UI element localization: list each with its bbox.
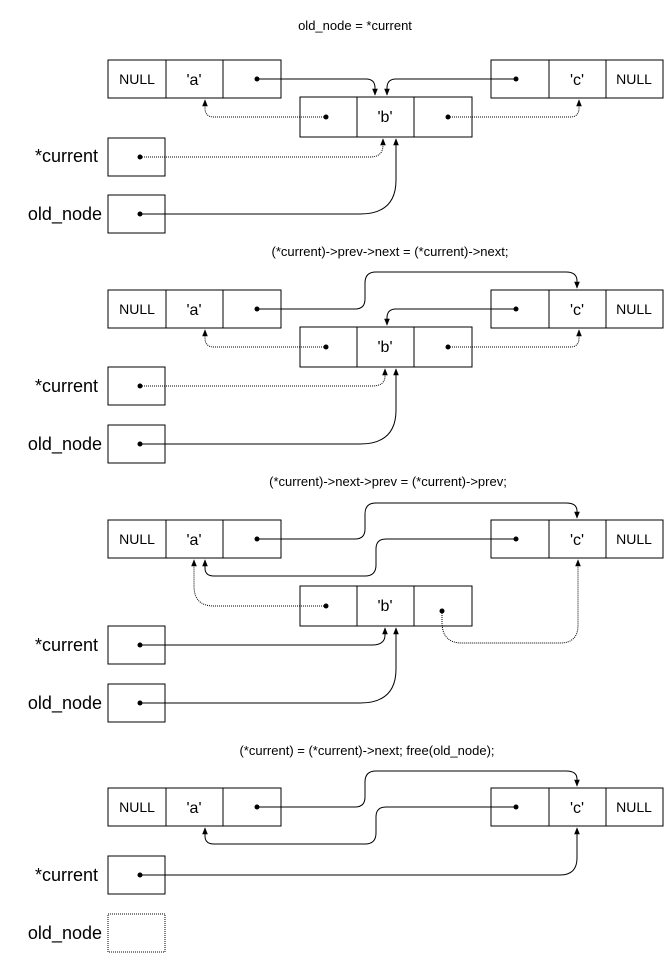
node-value: 'a' bbox=[186, 532, 201, 549]
node-c: 'c' NULL bbox=[490, 519, 664, 559]
value-field bbox=[548, 59, 607, 99]
panel-caption: old_node = *current bbox=[298, 18, 412, 33]
var-label: *current bbox=[35, 376, 98, 396]
next-field bbox=[605, 289, 664, 329]
node-value: 'a' bbox=[186, 72, 201, 89]
panel-1: old_node = *current NULL 'a' 'b' 'c' NUL… bbox=[28, 18, 664, 234]
arrow-c-prev bbox=[384, 78, 516, 96]
next-field bbox=[605, 787, 664, 827]
var-box-freed bbox=[107, 913, 166, 953]
node-c: 'c' NULL bbox=[490, 787, 664, 827]
var-box bbox=[107, 366, 166, 406]
var-old-node: old_node bbox=[28, 913, 166, 953]
value-field bbox=[165, 787, 224, 827]
panel-caption: (*current)->next->prev = (*current)->pre… bbox=[269, 474, 507, 489]
arrow-a-next bbox=[257, 271, 580, 310]
var-old-node: old_node bbox=[28, 424, 166, 464]
null-label: NULL bbox=[119, 71, 155, 87]
node-value: 'c' bbox=[570, 800, 584, 817]
prev-field bbox=[107, 787, 167, 827]
value-field bbox=[548, 289, 607, 329]
next-field bbox=[413, 96, 473, 138]
value-field bbox=[356, 326, 415, 368]
node-value: 'b' bbox=[377, 598, 392, 615]
value-field bbox=[356, 96, 415, 138]
arrow-old-node bbox=[140, 138, 399, 215]
node-value: 'c' bbox=[570, 302, 584, 319]
next-field bbox=[605, 519, 664, 559]
value-field bbox=[165, 59, 224, 99]
arrow-b-prev bbox=[191, 559, 326, 607]
node-value: 'c' bbox=[570, 532, 584, 549]
node-value: 'b' bbox=[377, 109, 392, 126]
arrow-b-prev bbox=[202, 329, 326, 348]
null-label: NULL bbox=[119, 799, 155, 815]
var-old-node: old_node bbox=[28, 683, 166, 723]
arrow-current bbox=[140, 138, 386, 158]
arrow-current bbox=[140, 827, 580, 876]
panel-2: (*current)->prev->next = (*current)->nex… bbox=[28, 244, 664, 464]
var-current: *current bbox=[35, 137, 166, 177]
var-label: old_node bbox=[28, 923, 102, 944]
null-label: NULL bbox=[616, 71, 652, 87]
var-label: *current bbox=[35, 146, 98, 166]
null-label: NULL bbox=[616, 301, 652, 317]
arrow-a-next bbox=[257, 770, 580, 808]
arrow-c-prev bbox=[384, 308, 516, 326]
value-field bbox=[165, 289, 224, 329]
node-value: 'b' bbox=[377, 339, 392, 356]
node-a: NULL 'a' bbox=[107, 787, 282, 827]
node-a: NULL 'a' bbox=[107, 519, 282, 559]
node-a: NULL 'a' bbox=[107, 59, 282, 99]
arrow-current bbox=[140, 627, 388, 646]
next-field bbox=[605, 59, 664, 99]
panel-caption: (*current) = (*current)->next; free(old_… bbox=[239, 743, 494, 758]
node-a: NULL 'a' bbox=[107, 289, 282, 329]
var-box bbox=[107, 137, 166, 177]
prev-field bbox=[107, 59, 167, 99]
null-label: NULL bbox=[119, 531, 155, 547]
next-field bbox=[413, 326, 473, 368]
prev-field bbox=[107, 289, 167, 329]
node-b: 'b' bbox=[299, 96, 473, 138]
node-value: 'a' bbox=[186, 800, 201, 817]
panel-4: (*current) = (*current)->next; free(old_… bbox=[28, 743, 664, 953]
var-label: *current bbox=[35, 635, 98, 655]
arrow-a-next bbox=[257, 78, 378, 96]
arrow-c-prev bbox=[202, 806, 516, 845]
arrow-b-prev bbox=[202, 99, 326, 118]
prev-field bbox=[107, 519, 167, 559]
var-current: *current bbox=[35, 366, 166, 406]
arrow-old-node bbox=[140, 368, 399, 445]
null-label: NULL bbox=[616, 531, 652, 547]
var-label: *current bbox=[35, 865, 98, 885]
node-value: 'a' bbox=[186, 302, 201, 319]
value-field bbox=[165, 519, 224, 559]
panel-3: (*current)->next->prev = (*current)->pre… bbox=[28, 474, 664, 723]
var-label: old_node bbox=[28, 204, 102, 225]
panel-caption: (*current)->prev->next = (*current)->nex… bbox=[272, 244, 509, 259]
arrow-current bbox=[140, 368, 388, 387]
var-label: old_node bbox=[28, 693, 102, 714]
null-label: NULL bbox=[616, 799, 652, 815]
var-label: old_node bbox=[28, 434, 102, 455]
arrow-b-next bbox=[448, 329, 582, 348]
null-label: NULL bbox=[119, 301, 155, 317]
value-field bbox=[356, 585, 415, 627]
node-c: 'c' NULL bbox=[490, 289, 664, 329]
node-value: 'c' bbox=[570, 72, 584, 89]
arrow-b-next bbox=[448, 99, 582, 118]
arrow-a-next bbox=[257, 502, 580, 540]
node-b: 'b' bbox=[299, 585, 473, 627]
next-field bbox=[413, 585, 473, 627]
node-b: 'b' bbox=[299, 326, 473, 368]
arrow-c-prev bbox=[202, 538, 516, 577]
node-c: 'c' NULL bbox=[490, 59, 664, 99]
arrow-old-node bbox=[140, 627, 399, 704]
